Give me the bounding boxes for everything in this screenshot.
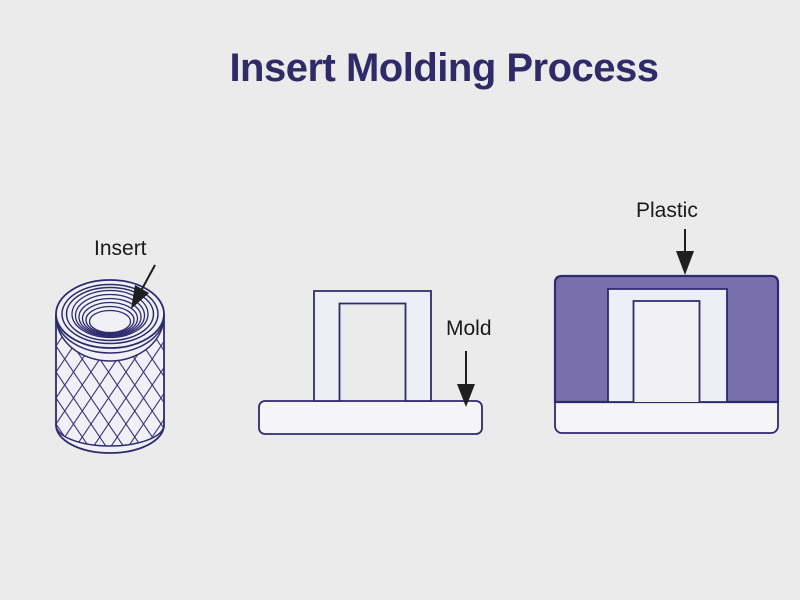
insert-thread-ring-2 [74,293,146,338]
insert-collar-line-1 [55,315,165,354]
molded-insert-bore [633,301,700,402]
mold-insert-section [313,290,432,402]
insert-label: Insert [94,237,147,260]
insert-thread-ring-4 [81,301,139,336]
plastic-callout-arrow [676,229,694,275]
insert-thread-ring-6 [88,309,132,334]
page-title: Insert Molding Process [229,46,659,90]
insert-thread-ring-5 [85,305,135,335]
mold-label: Mold [446,317,492,340]
insert-collar-line-2 [55,315,165,362]
mold-base-plate [258,400,483,435]
plastic-label: Plastic [636,199,698,222]
molded-insert-section-fill [608,289,727,402]
insert-callout-arrow [131,264,156,309]
insert-thread-ring-1 [71,289,149,339]
mold-callout-arrow [457,351,475,407]
mold-insert-section-fill [314,291,431,401]
molded-part-drawing [553,274,780,434]
insert-bottom-rim-line [55,424,165,447]
insert-silhouette [55,314,165,454]
molded-insert-section [607,288,728,403]
insert-drawing [55,279,165,454]
insert-rim-ring-1 [61,283,159,345]
mold-down-arrow-icon [457,384,475,407]
insert-rim-ring-2 [65,286,155,342]
insert-thread-ring-3 [78,297,142,337]
plastic-down-arrow-icon [676,251,694,275]
insert-down-arrow-icon [131,285,149,309]
mold-drawing [258,290,483,435]
insert-arrow-line [141,264,156,290]
